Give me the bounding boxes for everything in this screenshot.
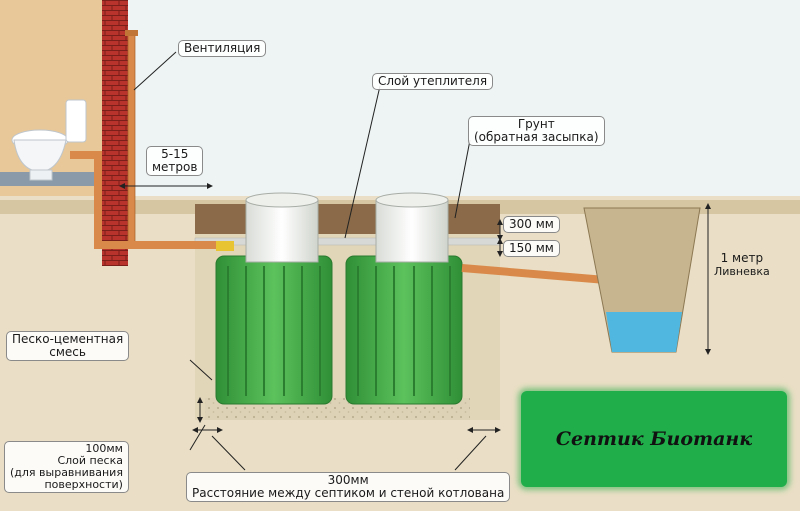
sand-layer-line3: (для выравнивания xyxy=(10,466,123,479)
sand-cement-label: Песко-цементная смесь xyxy=(6,331,130,361)
sand-layer-line1: 100мм xyxy=(85,442,123,455)
depth-150-label: 150 мм xyxy=(503,240,560,257)
sand-layer-line2: Слой песка xyxy=(57,454,123,467)
gap-line2: Расстояние между септиком и стеной котло… xyxy=(192,486,505,500)
soil-label: Грунт (обратная засыпка) xyxy=(468,116,605,146)
distance-label: 5-15 метров xyxy=(146,146,204,176)
insulation xyxy=(194,237,501,246)
brand-banner: Септик Биотанк xyxy=(521,391,787,487)
gap-line1: 300мм xyxy=(327,473,369,487)
depth-300-label: 300 мм xyxy=(503,216,560,233)
sand-layer-line4: поверхности) xyxy=(44,478,123,491)
leader-lines xyxy=(119,51,711,471)
soil-label-line1: Грунт xyxy=(517,117,555,131)
tank-right xyxy=(345,192,463,405)
tank-left xyxy=(215,192,333,405)
sewer-pipe xyxy=(70,151,222,249)
soil-label-line2: (обратная засыпка) xyxy=(474,130,599,144)
backfill xyxy=(195,204,500,234)
distance-label-line2: метров xyxy=(152,160,198,174)
sand-layer-label: 100мм Слой песка (для выравнивания повер… xyxy=(4,441,129,493)
water xyxy=(606,312,682,352)
storm-drain-label: 1 метр Ливневка xyxy=(714,251,770,279)
brand-text: Септик Биотанк xyxy=(555,428,753,450)
brick-column xyxy=(102,0,128,266)
gap-label: 300мм Расстояние между септиком и стеной… xyxy=(186,472,511,502)
sand-cement-line1: Песко-цементная xyxy=(12,332,124,346)
ventilation-label: Вентиляция xyxy=(178,40,267,57)
insulation-label: Слой утеплителя xyxy=(372,73,494,90)
storm-drain-line1: 1 метр xyxy=(720,251,764,265)
distance-label-line1: 5-15 xyxy=(161,147,189,161)
storm-drain-line2: Ливневка xyxy=(714,265,770,278)
toilet xyxy=(11,99,87,181)
sand-cement-line2: смесь xyxy=(49,345,86,359)
vent-pipe xyxy=(127,33,136,245)
